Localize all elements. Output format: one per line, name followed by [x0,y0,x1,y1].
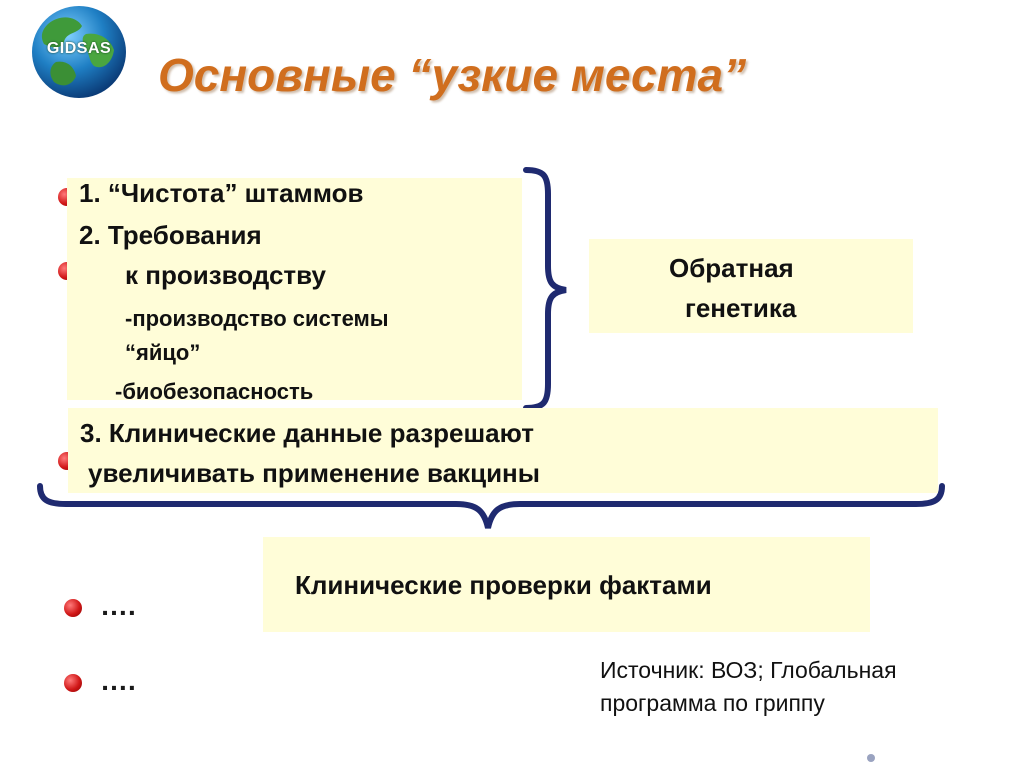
box1-line-2: 2. Требования [79,220,262,250]
box1-line-5: “яйцо” [125,340,201,365]
bullet-text-2: …. [100,665,136,696]
box1-line-6: -биобезопасность [115,379,314,404]
box2-line-2: увеличивать применение вакцины [88,458,540,488]
horizontal-brace [37,483,945,529]
source-line-1: Источник: ВОЗ; Глобальная [600,657,897,683]
source-line-2: программа по гриппу [600,690,825,716]
bullet-dot-4 [64,599,82,617]
bullet-text-1: …. [100,590,136,621]
vertical-brace [523,167,567,411]
bullet-dot-5 [64,674,82,692]
box1-line-1: 1. “Чистота” штаммов [79,178,364,208]
footer-emblem-icon [867,754,875,762]
logo-label: GIDSAS [46,40,112,57]
slide-title: Основные “узкие места” [158,49,747,101]
globe-logo-icon [32,6,126,98]
box2-line-1: 3. Клинические данные разрешают [80,418,534,448]
reverse-genetics-box: Обратная генетика [589,239,913,333]
box3-line-2: генетика [685,293,797,323]
clinical-data-box: 3. Клинические данные разрешают увеличив… [68,408,938,493]
box4-text: Клинические проверки фактами [295,570,712,600]
clinical-trials-box: Клинические проверки фактами [263,537,870,632]
source-note: Источник: ВОЗ; Глобальная программа по г… [600,654,897,720]
box1-line-3: к производству [125,260,326,290]
box1-line-4: -производство системы [125,306,389,331]
box3-line-1: Обратная [669,253,794,283]
requirements-box: 1. “Чистота” штаммов 2. Требования к про… [67,178,522,404]
